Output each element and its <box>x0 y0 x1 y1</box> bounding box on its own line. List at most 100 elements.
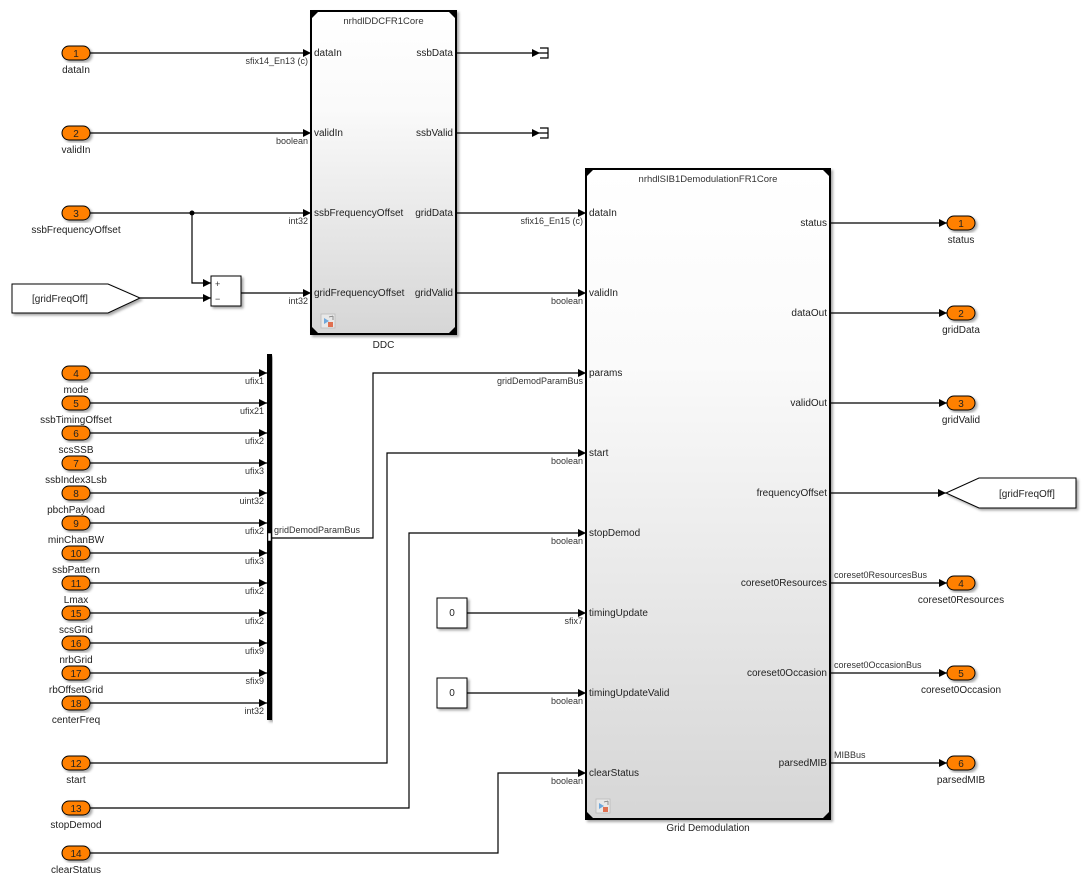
inport-number: 1 <box>73 49 79 60</box>
demod-input-port: dataIn <box>589 208 617 219</box>
terminator-block[interactable] <box>540 127 549 139</box>
demod-input-port: timingUpdateValid <box>589 688 669 699</box>
grid-demodulation-subsystem-body[interactable] <box>585 168 831 820</box>
constant-block[interactable]: 0 <box>436 597 468 629</box>
inport-shape[interactable] <box>61 605 91 621</box>
inport-name: mode <box>63 385 88 396</box>
corner-mark <box>448 326 456 334</box>
outport-shape[interactable] <box>946 665 976 681</box>
inport-shape[interactable] <box>61 545 91 561</box>
signal-type-label: uint32 <box>239 496 264 506</box>
open-subsystem-icon[interactable] <box>595 798 611 814</box>
inport-name: centerFreq <box>52 715 100 726</box>
outport-shape[interactable] <box>946 575 976 591</box>
ddc-input-port: dataIn <box>314 48 342 59</box>
inport-shape[interactable] <box>61 800 91 816</box>
terminator-block[interactable] <box>540 47 549 59</box>
inport-name: nrbGrid <box>59 655 92 666</box>
signal-type-label: gridDemodParamBus <box>497 376 584 386</box>
sum-shape[interactable] <box>210 275 242 307</box>
corner-mark <box>822 811 830 819</box>
constant-shape[interactable] <box>436 597 468 629</box>
wire-clearStatus[interactable] <box>90 769 586 854</box>
outport-name: parsedMIB <box>937 775 986 786</box>
inport-shape[interactable] <box>61 755 91 771</box>
inport-shape[interactable] <box>61 515 91 531</box>
inport-name: clearStatus <box>51 865 101 876</box>
signal-type-label: sfix7 <box>564 616 583 626</box>
wire-start[interactable] <box>90 449 586 764</box>
ddc-subsystem-body[interactable] <box>310 10 457 335</box>
inport-shape[interactable] <box>61 695 91 711</box>
signal-type-label: ufix1 <box>245 376 264 386</box>
inport-shape[interactable] <box>61 395 91 411</box>
wire-branch-to-sum[interactable] <box>191 213 211 287</box>
demod-input-port: params <box>589 368 622 379</box>
wire-gridDemodParamBus[interactable] <box>272 369 586 539</box>
from-shape[interactable] <box>11 283 142 314</box>
inport-shape[interactable] <box>61 455 91 471</box>
goto-shape[interactable] <box>944 477 1077 509</box>
outport-shape[interactable] <box>946 305 976 321</box>
from-block-gridFreqOff[interactable]: [gridFreqOff] <box>11 283 142 314</box>
sum-block[interactable]: +− <box>210 275 242 307</box>
demod-input-port: clearStatus <box>589 768 639 779</box>
ddc-subsystem[interactable]: nrhdlDDCFR1CoreDDCdataInvalidInssbFreque… <box>310 10 457 351</box>
inport-name: rbOffsetGrid <box>49 685 103 696</box>
inport-shape[interactable] <box>61 575 91 591</box>
goto-block-gridFreqOff[interactable]: [gridFreqOff] <box>944 477 1077 509</box>
ddc-output-port: ssbData <box>416 48 453 59</box>
inport-shape[interactable] <box>61 665 91 681</box>
wire-stopDemod[interactable] <box>90 529 586 809</box>
inport-shape[interactable] <box>61 845 91 861</box>
signal-type-label: sfix14_En13 (c) <box>245 56 308 66</box>
inport-number: 2 <box>73 129 79 140</box>
constant-block[interactable]: 0 <box>436 677 468 709</box>
constant-value: 0 <box>449 688 455 699</box>
inport-shape[interactable] <box>61 205 91 221</box>
outport-shape[interactable] <box>946 215 976 231</box>
inport-mode[interactable]: 4 mode <box>61 365 91 396</box>
inport-shape[interactable] <box>61 425 91 441</box>
constant-shape[interactable] <box>436 677 468 709</box>
inport-number: 12 <box>70 759 82 770</box>
inport-shape[interactable] <box>61 45 91 61</box>
signal-type-label: int32 <box>288 216 308 226</box>
open-subsystem-icon[interactable] <box>320 313 336 329</box>
icon-arrow <box>328 315 334 320</box>
inport-number: 4 <box>73 369 79 380</box>
outport-shape[interactable] <box>946 395 976 411</box>
inport-shape[interactable] <box>61 635 91 651</box>
inport-shape[interactable] <box>61 125 91 141</box>
signal-type-label: int32 <box>244 706 264 716</box>
outport-shape[interactable] <box>946 755 976 771</box>
inport-shape[interactable] <box>61 485 91 501</box>
outport-name: gridData <box>942 325 980 336</box>
ddc-label: DDC <box>373 340 395 351</box>
inport-shape[interactable] <box>61 365 91 381</box>
